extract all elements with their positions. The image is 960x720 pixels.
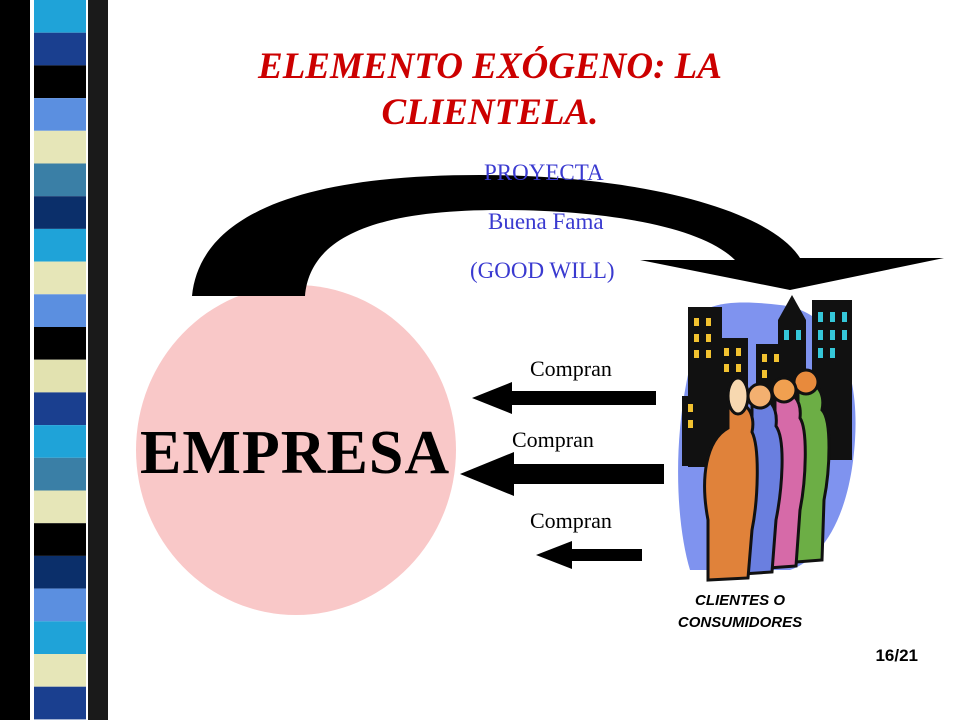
customers-label: CLIENTES O CONSUMIDORES (677, 592, 803, 631)
arc-label-good-will: (GOOD WILL) (470, 258, 615, 283)
stripe-block (34, 228, 86, 262)
flow-label-compran-3: Compran (530, 508, 612, 533)
stripe-block (34, 196, 86, 229)
stripe-block (34, 32, 86, 66)
flow-label-compran-2: Compran (512, 427, 594, 452)
slide-title: ELEMENTO EXÓGENO: LA CLIENTELA. (150, 44, 830, 136)
stripe-block (34, 0, 86, 33)
stripe-block (34, 359, 86, 393)
stripe-block (34, 588, 86, 622)
stripe-block (34, 425, 86, 458)
stripe-block (34, 163, 86, 197)
arc-label-proyecta: PROYECTA (484, 160, 604, 185)
stripe-block (34, 654, 86, 687)
stripe-block (34, 523, 86, 556)
company-circle (136, 285, 456, 615)
slide-title-text: ELEMENTO EXÓGENO: LA CLIENTELA. (258, 46, 722, 133)
company-label: EMPRESA (140, 419, 451, 487)
stripe-block (34, 686, 86, 720)
stripe-block (34, 392, 86, 426)
stripe-block (34, 98, 86, 131)
flow-label-compran-1: Compran (530, 356, 612, 381)
decorative-stripe-bar (0, 0, 108, 720)
arc-label-buena-fama: Buena Fama (488, 209, 604, 234)
stripe-block (34, 555, 86, 589)
stripe-block (34, 490, 86, 524)
stripe-block (34, 294, 86, 327)
stripe-block (34, 261, 86, 295)
customers-illustration (678, 295, 856, 582)
stripe-block (34, 457, 86, 491)
stripe-block (34, 65, 86, 99)
stripe-block (34, 621, 86, 654)
purchase-arrow-3 (536, 541, 642, 569)
purchase-arrow-2 (460, 452, 664, 496)
page-number: 16/21 (875, 646, 918, 665)
purchase-arrow-1 (472, 382, 656, 414)
projection-arc-arrow (192, 175, 944, 296)
stripe-block (34, 130, 86, 164)
stripe-block (34, 327, 86, 360)
